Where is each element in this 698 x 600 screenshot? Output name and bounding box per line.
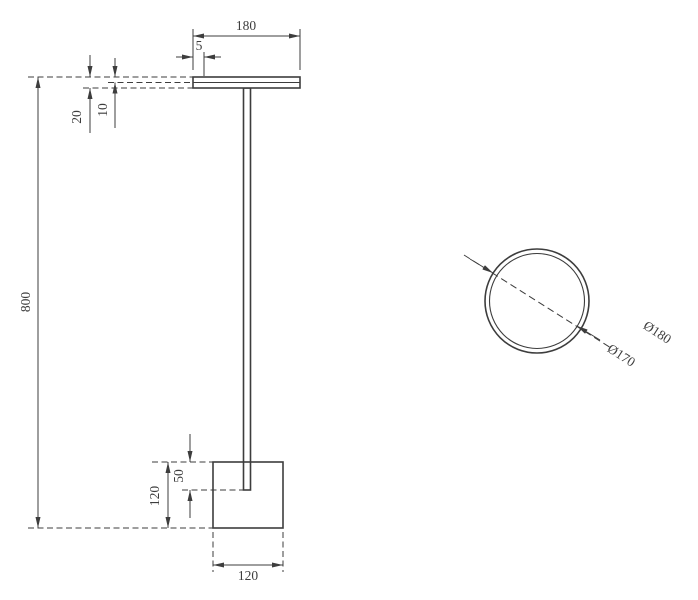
- diameter-arrow-inner: [576, 325, 601, 341]
- dimension-label: 10: [95, 103, 110, 117]
- dimension-head-thickness-20: 20: [69, 55, 93, 133]
- top-view: Ø180 Ø170: [463, 248, 675, 370]
- dimension-plate-thickness-10: 10: [95, 58, 118, 128]
- dimension-insert-depth: 50: [171, 434, 193, 518]
- dimension-label: 5: [196, 38, 203, 53]
- inner-circle: [488, 252, 586, 350]
- inner-diameter-label: Ø170: [605, 341, 639, 370]
- diameter-arrow-outer: [469, 258, 494, 274]
- lamp-base: [212, 461, 284, 529]
- dimension-label: 180: [236, 18, 257, 33]
- dimension-top-width: 180: [193, 18, 300, 39]
- dimension-label: 50: [171, 469, 186, 483]
- dimension-base-width: 120: [213, 562, 283, 583]
- dimension-label: 120: [238, 568, 259, 583]
- front-view: 180 5 20 10 800 50: [18, 18, 301, 583]
- dimension-label: 120: [147, 486, 162, 507]
- dimension-base-height: 120: [147, 462, 171, 528]
- dimension-label: 20: [69, 110, 84, 124]
- dimension-label: 800: [18, 292, 33, 313]
- lamp-pole: [242, 87, 252, 491]
- outer-diameter-label: Ø180: [641, 318, 675, 347]
- outer-circle: [484, 248, 590, 354]
- dimension-edge-inset: 5: [176, 38, 221, 60]
- dimension-overall-height: 800: [18, 77, 41, 528]
